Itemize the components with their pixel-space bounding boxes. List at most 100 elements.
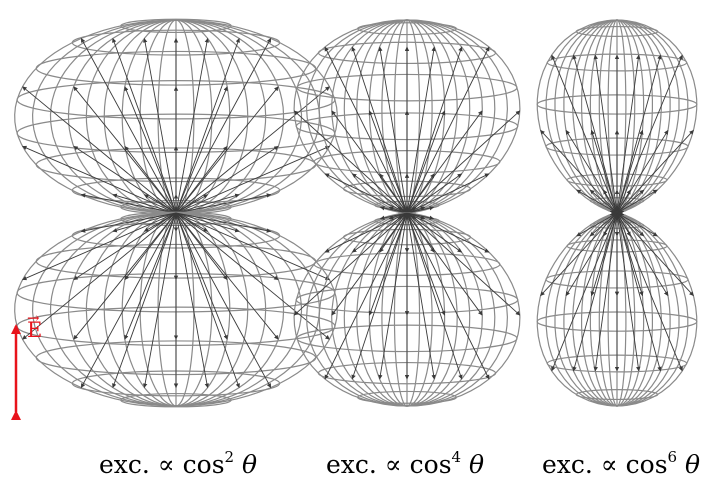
meridian-line bbox=[406, 212, 521, 407]
emission-arrow bbox=[540, 212, 618, 297]
latitude-ring bbox=[575, 389, 659, 401]
meridian-line bbox=[175, 212, 231, 407]
emission-arrow bbox=[175, 212, 330, 281]
emission-arrow bbox=[616, 54, 683, 214]
emission-arrow bbox=[175, 212, 272, 233]
emission-arrow bbox=[616, 212, 694, 297]
cos6-lobe-wireframe bbox=[536, 19, 698, 407]
meridian-line bbox=[85, 19, 177, 214]
emission-arrow bbox=[616, 212, 662, 372]
emission-arrow bbox=[603, 212, 618, 237]
emission-arrow bbox=[572, 212, 618, 372]
emission-arrow bbox=[406, 173, 490, 214]
emission-arrow bbox=[379, 173, 408, 214]
emission-arrow bbox=[124, 86, 177, 214]
emission-arrow bbox=[406, 212, 490, 253]
emission-arrow bbox=[406, 212, 483, 316]
emission-arrow bbox=[80, 212, 177, 233]
emission-arrow bbox=[406, 212, 463, 253]
meridian-line bbox=[175, 19, 267, 214]
emission-arrow bbox=[616, 189, 658, 214]
emission-arrow bbox=[406, 212, 436, 380]
emission-arrow bbox=[540, 129, 618, 214]
cos2-lobe-wireframe bbox=[14, 18, 338, 408]
emission-arrow bbox=[175, 86, 330, 214]
emission-arrow bbox=[324, 46, 408, 214]
latitude-ring bbox=[120, 392, 232, 408]
emission-arrow bbox=[112, 212, 177, 389]
emission-arrow bbox=[406, 212, 490, 380]
emission-arrow bbox=[73, 145, 177, 214]
emission-arrow bbox=[368, 110, 408, 214]
emission-arrow bbox=[142, 212, 177, 389]
meridian-line bbox=[14, 19, 177, 214]
emission-arrow bbox=[22, 86, 177, 214]
emission-arrow bbox=[144, 194, 177, 214]
emission-arrow bbox=[379, 212, 408, 253]
emission-arrow bbox=[589, 212, 618, 237]
caption-cos4: exc. ∝ cos4 θ bbox=[326, 448, 485, 479]
emission-arrow bbox=[142, 37, 177, 214]
emission-arrow bbox=[175, 212, 279, 281]
emission-arrow bbox=[406, 205, 435, 214]
emission-arrow bbox=[616, 189, 645, 214]
emission-arrow bbox=[406, 110, 521, 214]
lower-lobe bbox=[14, 211, 338, 408]
emission-arrow bbox=[406, 46, 463, 214]
meridian-line bbox=[175, 19, 285, 214]
meridian-line bbox=[406, 19, 521, 214]
emission-arrow bbox=[397, 206, 408, 214]
emission-arrow bbox=[293, 212, 408, 316]
emission-arrow bbox=[616, 212, 658, 237]
emission-arrow bbox=[175, 145, 279, 214]
lower-lobe bbox=[536, 210, 698, 407]
emission-arrow bbox=[616, 54, 662, 214]
latitude-ring bbox=[120, 18, 232, 34]
emission-arrow bbox=[175, 212, 228, 340]
emission-arrow bbox=[331, 110, 408, 214]
emission-arrow bbox=[576, 189, 618, 214]
meridian-line bbox=[293, 19, 408, 214]
caption-cos6: exc. ∝ cos6 θ bbox=[542, 448, 701, 479]
lower-lobe bbox=[293, 212, 521, 407]
field-label: → E bbox=[27, 309, 42, 342]
emission-arrow bbox=[406, 46, 436, 214]
emission-arrow bbox=[397, 212, 408, 220]
emission-arrow bbox=[293, 110, 408, 214]
meridian-line bbox=[175, 212, 303, 407]
meridian-line bbox=[67, 19, 177, 214]
meridian-line bbox=[121, 212, 177, 407]
emission-arrow bbox=[616, 129, 669, 214]
latitude-ring bbox=[575, 25, 659, 37]
emission-arrow bbox=[593, 212, 618, 372]
emission-arrow bbox=[175, 212, 272, 388]
emission-arrow bbox=[351, 212, 408, 253]
emission-arrow bbox=[406, 212, 435, 221]
emission-arrow bbox=[406, 46, 490, 214]
meridian-line bbox=[157, 19, 177, 214]
emission-arrow bbox=[351, 173, 408, 214]
emission-arrow bbox=[175, 38, 272, 214]
emission-arrow bbox=[406, 173, 463, 214]
emission-arrow bbox=[175, 212, 330, 340]
emission-arrow bbox=[368, 212, 408, 316]
emission-arrow bbox=[112, 37, 177, 214]
meridian-line bbox=[49, 19, 177, 214]
caption-cos2: exc. ∝ cos2 θ bbox=[99, 448, 258, 479]
emission-arrow bbox=[80, 38, 177, 214]
emission-arrow bbox=[603, 189, 618, 214]
meridian-line bbox=[49, 212, 177, 407]
emission-arrow bbox=[175, 37, 210, 214]
emission-arrow bbox=[175, 212, 240, 233]
upper-lobe bbox=[536, 19, 698, 216]
emission-arrow bbox=[331, 212, 408, 316]
emission-arrow bbox=[616, 212, 645, 237]
emission-arrow bbox=[73, 212, 177, 281]
emission-arrow bbox=[175, 86, 228, 214]
emission-arrow bbox=[351, 46, 408, 214]
meridian-line bbox=[175, 212, 195, 407]
emission-arrow bbox=[175, 193, 272, 214]
emission-arrow bbox=[80, 212, 177, 388]
meridian-line bbox=[103, 19, 177, 214]
meridian-line bbox=[175, 212, 249, 407]
